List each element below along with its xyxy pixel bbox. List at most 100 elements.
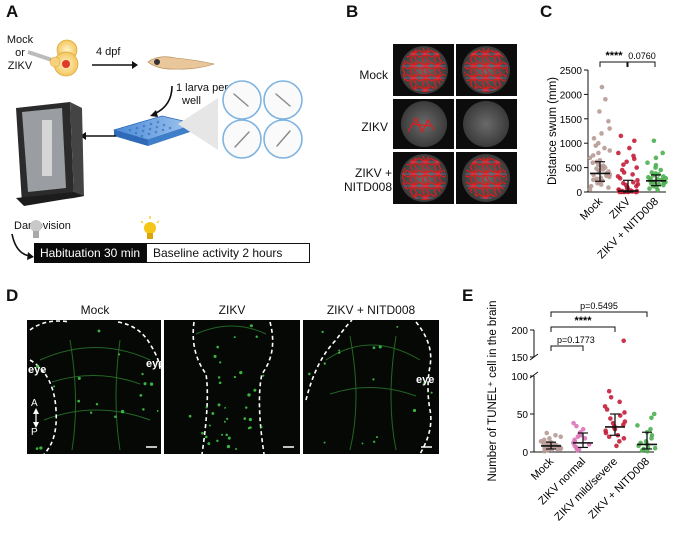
c-data-point (599, 84, 605, 90)
c-data-point (658, 167, 664, 173)
c-data-point (600, 163, 606, 168)
c-data-point (656, 181, 662, 187)
c-data-point (620, 189, 626, 195)
e-data-point (572, 437, 577, 443)
c-data-point (630, 172, 635, 177)
light-on-icon (140, 216, 160, 239)
c-data-point (630, 189, 635, 194)
c-data-point (627, 145, 632, 151)
c-data-point (634, 183, 639, 189)
c-data-point (607, 148, 613, 153)
e-data-point (639, 448, 645, 453)
c-data-point (607, 172, 613, 177)
c-data-point (594, 176, 599, 182)
c-data-point (624, 185, 630, 191)
micro-title-zikv: ZIKV (218, 303, 246, 317)
c-data-point (652, 179, 657, 185)
c-data-point (621, 170, 627, 175)
panel-label-a: A (6, 2, 19, 21)
c-y-tick-label: 1000 (560, 139, 583, 150)
label-zikv: ZIKV (7, 60, 33, 72)
e-x-tick-label: Mock (529, 455, 556, 482)
c-data-point (607, 174, 612, 180)
e-data-point (606, 388, 612, 394)
c-data-point (596, 170, 602, 175)
larva-icon (147, 56, 216, 70)
e-data-point (606, 434, 612, 440)
c-data-point (660, 174, 666, 179)
panel-label-d: D (6, 286, 19, 305)
row-label-zikv-nitd: ZIKV + NITD008 (336, 166, 392, 194)
e-data-point (649, 436, 654, 441)
e-x-tick-label: ZIKV mild/severe (552, 456, 620, 524)
e-data-point (555, 446, 560, 452)
c-data-point (597, 157, 603, 163)
e-y-tick-label: 0 (522, 448, 528, 459)
e-data-point (644, 429, 650, 435)
e-data-point (649, 432, 655, 438)
e-data-point (544, 430, 550, 436)
c-data-point (590, 153, 596, 158)
c-data-point (596, 140, 601, 146)
e-data-point (615, 432, 621, 438)
c-data-point (588, 183, 594, 189)
c-data-point (633, 189, 639, 195)
panel-label-e: E (462, 286, 474, 305)
c-data-point (625, 186, 631, 192)
e-data-point (549, 442, 555, 448)
e-data-point (575, 434, 581, 440)
e-data-point (617, 439, 622, 444)
e-data-point (572, 443, 577, 449)
e-data-point (641, 446, 646, 452)
c-data-point (661, 182, 666, 188)
e-data-point (576, 446, 582, 452)
e-data-point (557, 444, 562, 449)
c-data-point (631, 153, 636, 159)
c-data-point (660, 177, 665, 183)
well-plate-icon (112, 115, 198, 146)
c-data-point (635, 177, 640, 183)
e-data-point (603, 430, 609, 436)
c-data-point (596, 162, 601, 167)
c-sig-label: **** (605, 50, 623, 62)
c-sig-bracket (627, 61, 656, 67)
c-data-point (600, 178, 605, 184)
e-y-tick-label: 50 (517, 410, 529, 421)
e-data-point (648, 426, 653, 432)
c-data-point (659, 177, 665, 183)
row-label-zikv: ZIKV (361, 120, 388, 134)
c-data-point (655, 187, 660, 193)
c-data-point (604, 173, 609, 179)
e-data-point (622, 410, 627, 415)
c-sig-bracket (599, 61, 628, 67)
e-y-tick-label: 200 (511, 326, 528, 337)
e-data-point (553, 432, 558, 438)
e-data-point (603, 428, 608, 434)
micrograph-mock (27, 320, 161, 454)
c-data-point (615, 174, 621, 179)
c-data-point (634, 189, 639, 195)
c-data-point (628, 188, 634, 193)
c-data-point (622, 189, 628, 195)
e-x-tick-label: ZIKV normal (536, 456, 588, 508)
e-data-point (548, 439, 554, 445)
label-perwell-2: well (182, 95, 201, 107)
c-data-point (624, 159, 629, 165)
c-y-tick-label: 500 (565, 164, 582, 175)
e-sig-bracket (550, 311, 648, 317)
e-data-point (577, 431, 582, 437)
e-data-point (571, 420, 576, 426)
micro-title-mock: Mock (80, 303, 110, 317)
c-data-point (598, 182, 604, 187)
c-data-point (621, 162, 626, 167)
c-data-point (593, 143, 599, 148)
c-data-point (602, 165, 608, 170)
label-perwell-1: 1 larva per (176, 82, 228, 94)
light-off-icon (30, 220, 42, 238)
e-data-point (621, 338, 626, 344)
label-or: or (15, 47, 25, 59)
c-data-point (591, 172, 596, 178)
label-4dpf: 4 dpf (96, 46, 121, 58)
c-data-point (623, 182, 629, 188)
c-data-point (617, 176, 623, 181)
